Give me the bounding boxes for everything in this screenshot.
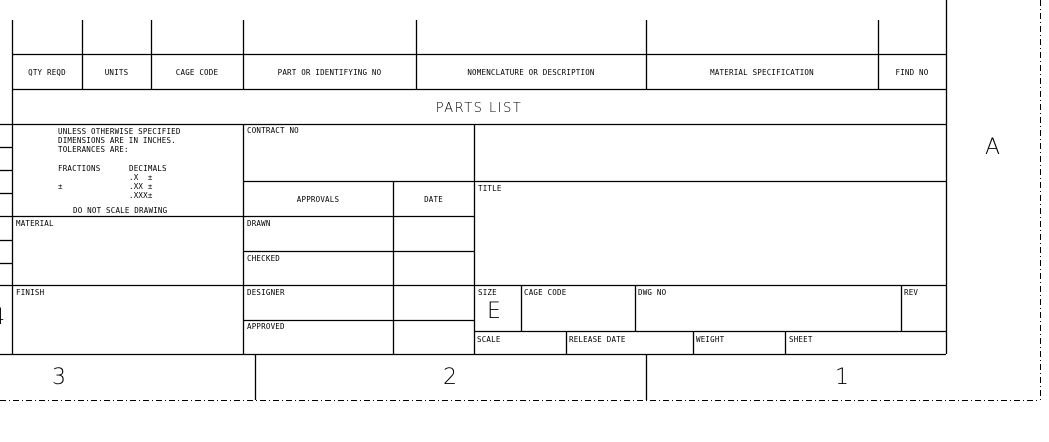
zone-a: A [985, 135, 1001, 160]
note-fractions: FRACTIONS [58, 164, 101, 173]
rev-label: REV [904, 288, 919, 297]
sheet-label: SHEET [789, 335, 813, 344]
parts-list-title: PARTS LIST [435, 101, 523, 116]
date-label: DATE [424, 195, 443, 204]
cage-code-label: CAGE CODE [524, 288, 567, 297]
drawn-label: DRAWN [247, 219, 271, 228]
designer-label: DESIGNER [247, 288, 285, 297]
note-no-scale: DO NOT SCALE DRAWING [73, 206, 168, 215]
checked-label: CHECKED [247, 254, 281, 263]
zone-4: 4 [0, 306, 5, 330]
note-x1: .X ± [129, 173, 153, 182]
size-value: E [487, 299, 502, 324]
note-line2: DIMENSIONS ARE IN INCHES. [58, 136, 176, 145]
scale-label: SCALE [477, 335, 501, 344]
zone-3: 3 [52, 365, 67, 390]
note-x2: .XX ± [129, 182, 153, 191]
col-cage-code: CAGE CODE [175, 68, 219, 77]
zone-1: 1 [835, 365, 850, 390]
approvals-label: APPROVALS [296, 195, 340, 204]
finish-label: FINISH [16, 288, 45, 297]
note-line1: UNLESS OTHERWISE SPECIFIED [58, 127, 181, 136]
approved-label: APPROVED [247, 322, 285, 331]
zone-2: 2 [443, 365, 458, 390]
col-material-spec: MATERIAL SPECIFICATION [710, 68, 814, 77]
col-nomenclature: NOMENCLATURE OR DESCRIPTION [467, 68, 595, 77]
note-pm: ± [58, 182, 63, 191]
release-date-label: RELEASE DATE [569, 335, 626, 344]
weight-label: WEIGHT [696, 335, 725, 344]
dwg-no-label: DWG NO [638, 288, 667, 297]
contract-no-label: CONTRACT NO [247, 126, 299, 135]
col-part-no: PART OR IDENTIFYING NO [277, 68, 382, 77]
col-find-no: FIND NO [895, 68, 929, 77]
note-line3: TOLERANCES ARE: [58, 145, 129, 154]
note-decimals: DECIMALS [129, 164, 167, 173]
title-label: TITLE [478, 184, 502, 193]
note-x3: .XXX± [129, 191, 153, 200]
col-qty-reqd: QTY REQD [28, 68, 66, 77]
col-units: UNITS [104, 68, 129, 77]
size-label: SIZE [478, 288, 497, 297]
material-label: MATERIAL [16, 219, 54, 228]
